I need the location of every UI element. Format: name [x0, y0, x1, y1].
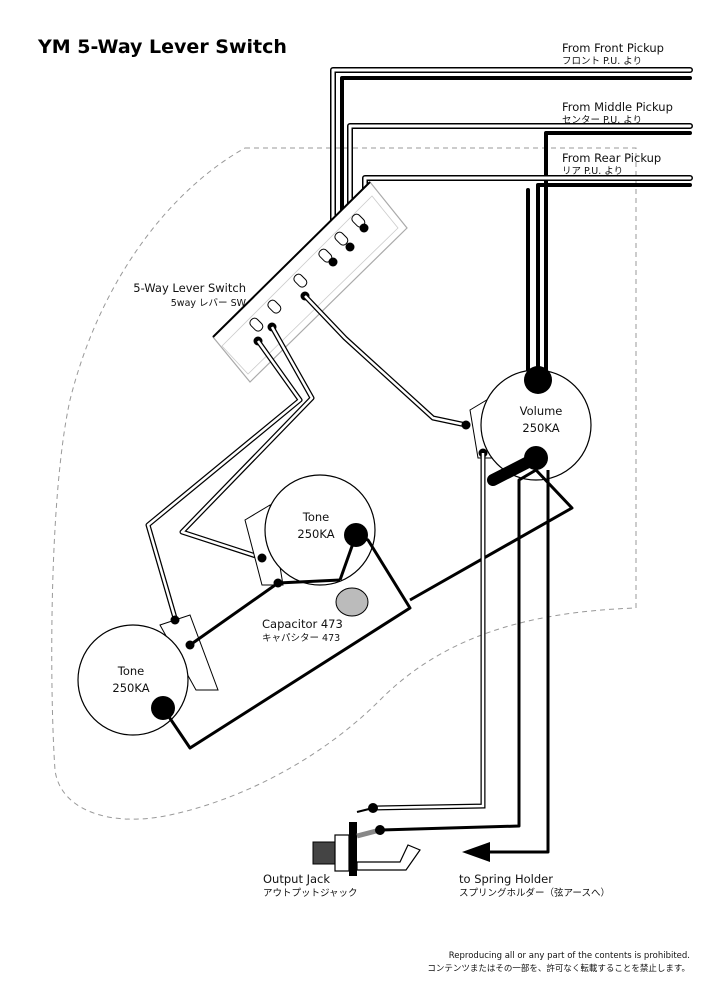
output-jack-sub: アウトプットジャック: [263, 888, 358, 899]
tone-lower-label: Tone: [117, 664, 144, 678]
output-jack: [312, 803, 421, 876]
copyright-notice-jp: コンテンツまたはその一部を、許可なく転載することを禁止します。: [427, 963, 690, 974]
volume-value: 250KA: [522, 421, 559, 435]
middle-pickup-sub: センター P.U. より: [562, 115, 642, 126]
switch-to-volume-wire: [303, 294, 467, 428]
rear-pickup-wires: [362, 175, 693, 377]
spring-holder-sub: スプリングホルダー（弦アースへ）: [459, 887, 610, 899]
front-pickup-wires: [330, 67, 693, 265]
spring-holder-arrow: [462, 842, 490, 862]
front-pickup-sub: フロント P.U. より: [562, 56, 642, 67]
capacitor-sub: キャパシター 473: [262, 633, 340, 644]
rear-pickup-label: From Rear Pickup: [562, 151, 661, 165]
switch-label: 5-Way Lever Switch: [133, 281, 246, 295]
tone-upper-label: Tone: [302, 510, 329, 524]
middle-pickup-label: From Middle Pickup: [562, 100, 673, 114]
volume-pot: Volume 250KA: [461, 366, 592, 486]
front-pickup-label: From Front Pickup: [562, 41, 664, 55]
tone-lower-value: 250KA: [112, 681, 149, 695]
tone-upper-value: 250KA: [297, 527, 334, 541]
tone-lower-pot: Tone 250KA: [77, 614, 219, 736]
switch-to-tone-lower-wire: [145, 339, 303, 619]
signal-wire-gray: [372, 453, 486, 811]
rear-pickup-sub: リア P.U. より: [562, 166, 623, 177]
tone-upper-pot: Tone 250KA: [244, 474, 376, 588]
capacitor-label: Capacitor 473: [262, 617, 343, 631]
output-jack-label: Output Jack: [263, 872, 330, 886]
switch-to-tone-upper-wire: [179, 325, 315, 561]
volume-label: Volume: [520, 404, 563, 418]
switch-sub: 5way レバー SW: [171, 298, 247, 309]
copyright-notice: Reproducing all or any part of the conte…: [449, 951, 690, 961]
five-way-switch: [212, 181, 408, 383]
diagram-title: YM 5-Way Lever Switch: [37, 36, 287, 58]
capacitor: Capacitor 473 キャパシター 473: [262, 534, 369, 644]
spring-holder-label: to Spring Holder: [459, 872, 553, 886]
